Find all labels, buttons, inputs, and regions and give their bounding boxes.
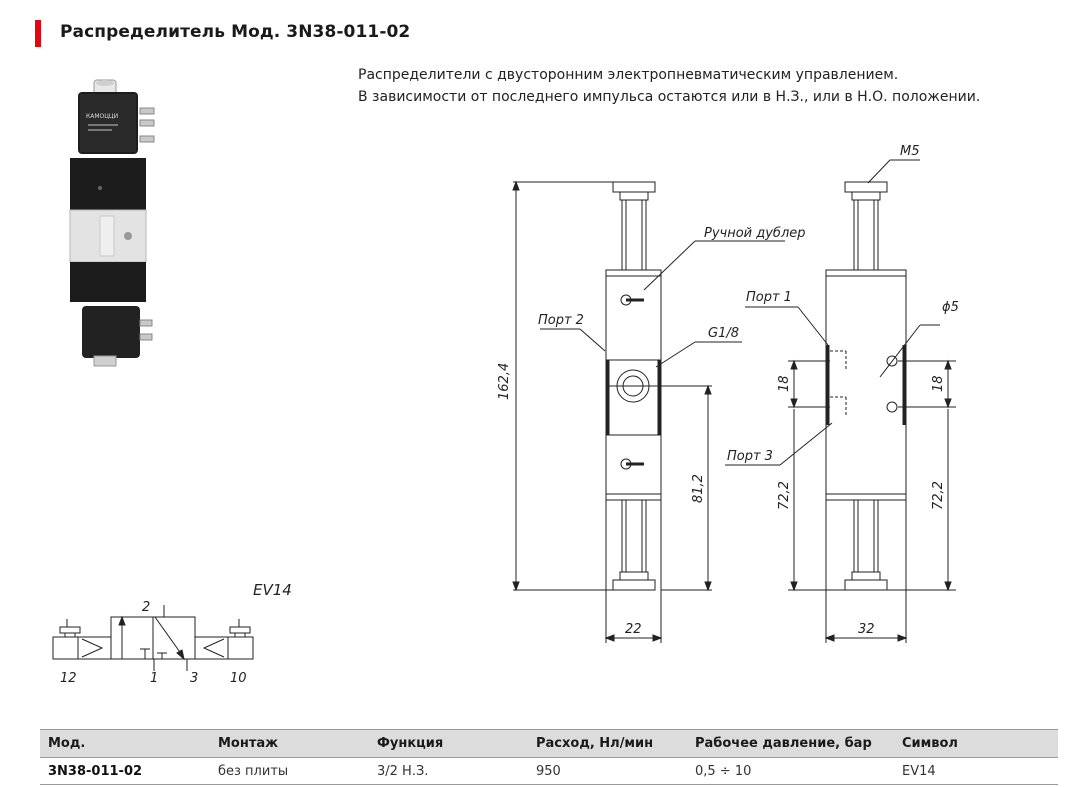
dim-32: 32 <box>858 622 875 637</box>
dim-162-4: 162,4 <box>497 363 512 400</box>
cell-pressure: 0,5 ÷ 10 <box>687 757 894 785</box>
table-row: 3N38-011-02 без плиты 3/2 Н.З. 950 0,5 ÷… <box>40 757 1058 785</box>
symbol-port-2: 2 <box>142 600 150 615</box>
label-m5: M5 <box>900 144 920 159</box>
label-phi5: ϕ5 <box>942 300 959 315</box>
cell-symbol: EV14 <box>894 757 1058 785</box>
dim-18-left: 18 <box>777 375 792 392</box>
dim-18-right: 18 <box>931 375 946 392</box>
label-g18: G1/8 <box>708 326 739 341</box>
pneumatic-symbol: EV14 2 12 1 3 10 <box>52 581 292 686</box>
symbol-port-1: 1 <box>150 671 158 686</box>
cell-function: 3/2 Н.З. <box>369 757 528 785</box>
dim-72-2-left: 72,2 <box>777 481 792 510</box>
symbol-port-10: 10 <box>230 671 247 686</box>
cell-model: 3N38-011-02 <box>40 757 210 785</box>
label-port-3: Порт 3 <box>727 449 773 464</box>
label-port-1: Порт 1 <box>746 290 792 305</box>
table-header-row: Мод. Монтаж Функция Расход, Нл/мин Рабоч… <box>40 729 1058 758</box>
col-function: Функция <box>369 729 528 758</box>
technical-drawing: M5 Ручной дублер Порт 2 G1/8 Порт 1 ϕ5 П… <box>497 144 959 643</box>
col-pressure: Рабочее давление, бар <box>687 729 894 758</box>
dim-22: 22 <box>625 622 642 637</box>
label-port-2: Порт 2 <box>538 313 584 328</box>
cell-flow: 950 <box>528 757 687 785</box>
symbol-code: EV14 <box>253 581 292 599</box>
col-flow: Расход, Нл/мин <box>528 729 687 758</box>
description-line-1: Распределители с двусторонним электропне… <box>358 67 899 83</box>
symbol-port-3: 3 <box>190 671 198 686</box>
specs-table: Мод. Монтаж Функция Расход, Нл/мин Рабоч… <box>40 729 1058 785</box>
col-symbol: Символ <box>894 729 1058 758</box>
label-manual-override: Ручной дублер <box>704 226 806 241</box>
title-accent-bar <box>35 20 41 47</box>
col-mounting: Монтаж <box>210 729 369 758</box>
brand-label: КАМОЦЦИ <box>86 113 118 120</box>
description-line-2: В зависимости от последнего импульса ост… <box>358 89 981 105</box>
dim-81-2: 81,2 <box>691 474 706 503</box>
product-image: КАМОЦЦИ <box>69 79 155 367</box>
cell-mounting: без плиты <box>210 757 369 785</box>
symbol-port-12: 12 <box>60 671 77 686</box>
description: Распределители с двусторонним электропне… <box>358 64 980 108</box>
dim-72-2-right: 72,2 <box>931 481 946 510</box>
col-model: Мод. <box>40 729 210 758</box>
page-title: Распределитель Мод. 3N38-011-02 <box>60 22 411 42</box>
